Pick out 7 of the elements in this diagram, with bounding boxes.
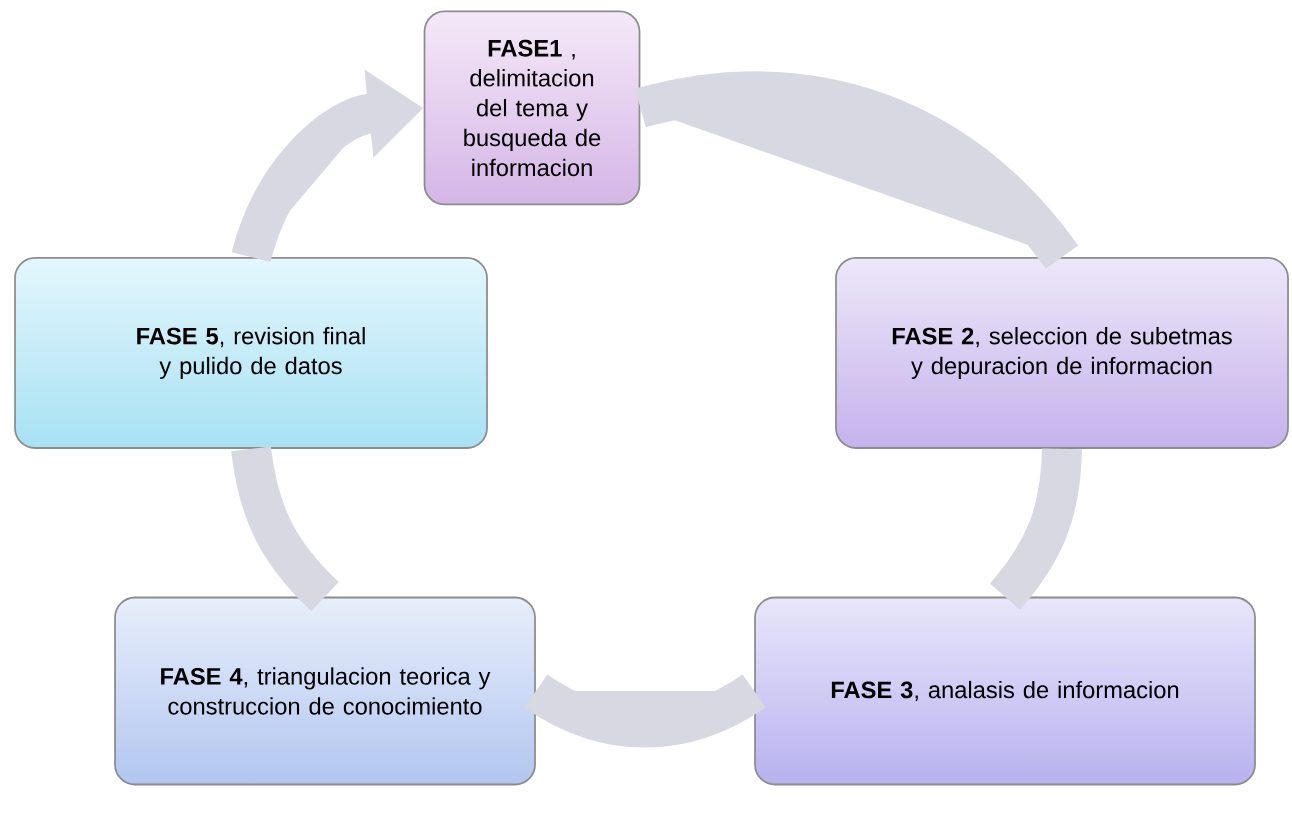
cycle-arrow bbox=[525, 674, 765, 748]
phase-box: FASE 2, seleccion de subetmas y depuracion de informacion bbox=[835, 257, 1289, 449]
phase-box: FASE 4, triangulacion teorica y construccion de conocimiento bbox=[114, 596, 536, 786]
phase-box: FASE 3, analasis de informacion bbox=[754, 596, 1256, 786]
cycle-arrow bbox=[635, 71, 1078, 270]
phase-box: FASE1 , delimitacion del tema y busqueda de informacion bbox=[423, 10, 641, 206]
phase-box: FASE 5, revision final y pulido de datos bbox=[14, 257, 488, 449]
